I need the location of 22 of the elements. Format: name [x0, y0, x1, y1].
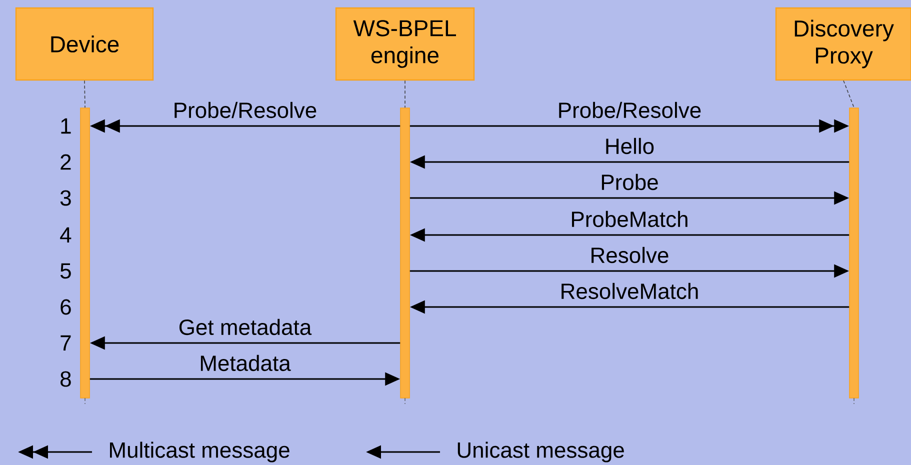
edge-label: Hello — [606, 138, 654, 154]
edge-label: ResolveMatch — [562, 282, 698, 300]
participant-box: Device — [15, 7, 154, 81]
participant-box: WS-BPEL engine — [335, 7, 475, 81]
lifeline — [843, 80, 854, 108]
edge-label: Get metadata — [179, 318, 312, 336]
activation-bar — [80, 108, 90, 404]
step-number: 8 — [60, 371, 71, 387]
legend-text: Multicast message — [110, 442, 290, 462]
edge-label: Probe — [602, 174, 658, 190]
legend-text: Unicast message — [458, 442, 624, 462]
edge-label: ProbeMatch — [572, 210, 688, 228]
edge-label: Probe/Resolve — [174, 102, 316, 118]
edge-label: Metadata — [200, 354, 291, 372]
activation-bar — [849, 108, 859, 404]
step-number: 1 — [61, 118, 71, 134]
edge-label: Probe/Resolve — [559, 102, 701, 118]
activation-bar — [400, 108, 410, 404]
participant-box: Discovery Proxy — [775, 7, 911, 81]
lifeline — [404, 80, 406, 108]
lifeline — [84, 80, 86, 108]
edge-label: Resolve — [592, 246, 668, 264]
